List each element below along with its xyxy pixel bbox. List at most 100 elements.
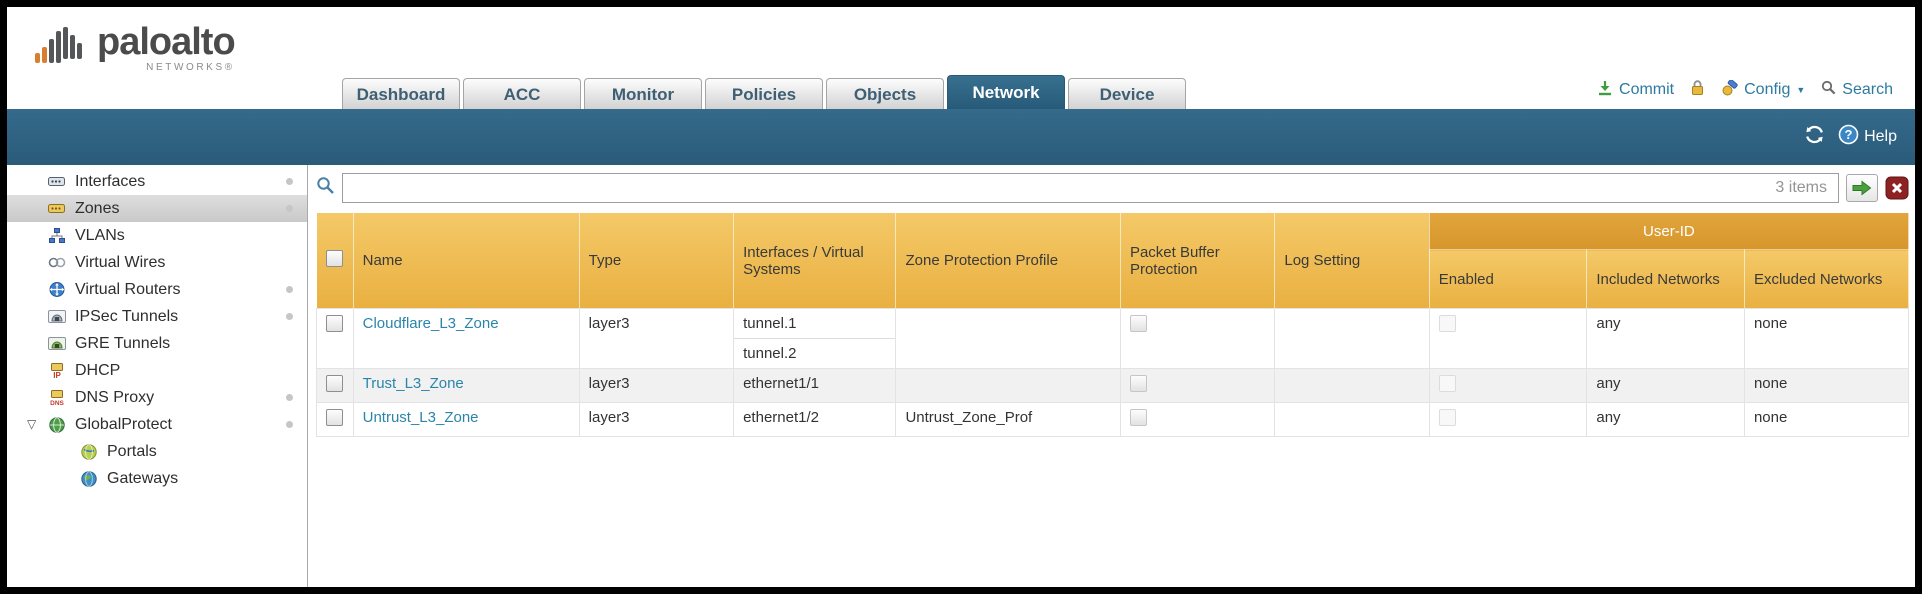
row-checkbox[interactable]	[326, 375, 344, 392]
zone-type: layer3	[578, 402, 735, 437]
status-dot	[286, 313, 293, 320]
tab-monitor[interactable]: Monitor	[584, 78, 702, 109]
status-dot	[286, 394, 293, 401]
row-checkbox[interactable]	[326, 409, 344, 426]
chevron-down-icon: ▼	[1796, 85, 1806, 95]
network-sidebar: Interfaces Zones VLANs Vir	[7, 165, 308, 587]
zone-name-link[interactable]: Trust_L3_Zone	[362, 375, 464, 392]
band-actions: ? Help	[1803, 123, 1897, 151]
config-icon	[1721, 78, 1738, 101]
table-row: Cloudflare_L3_Zone layer3 tunnel.1 tunne…	[316, 308, 1910, 369]
clear-filter-button[interactable]	[1885, 176, 1909, 200]
column-header-log-setting[interactable]: Log Setting	[1274, 213, 1430, 309]
lock-icon[interactable]	[1690, 79, 1705, 101]
sub-header-band: ? Help	[7, 109, 1915, 165]
user-id-enabled-checkbox[interactable]	[1438, 315, 1456, 332]
sidebar-item-zones[interactable]: Zones	[7, 195, 307, 222]
top-header: paloalto NETWORKS® Dashboard ACC Monitor…	[7, 7, 1915, 109]
main-nav-tabs: Dashboard ACC Monitor Policies Objects N…	[342, 75, 1189, 109]
expander-triangle-icon[interactable]: ▽	[27, 417, 37, 431]
zone-name-link[interactable]: Cloudflare_L3_Zone	[362, 315, 499, 332]
sidebar-item-portals[interactable]: Portals	[7, 438, 307, 465]
commit-button[interactable]: Commit	[1597, 80, 1674, 101]
paloalto-logo: paloalto NETWORKS®	[33, 21, 236, 73]
tab-network[interactable]: Network	[947, 75, 1065, 109]
virtual-wires-icon	[47, 255, 67, 270]
log-setting	[1274, 368, 1430, 403]
column-header-enabled[interactable]: Enabled	[1429, 249, 1588, 309]
svg-text:?: ?	[1845, 127, 1853, 142]
globalprotect-icon	[47, 416, 67, 433]
help-button[interactable]: ? Help	[1838, 124, 1897, 150]
zone-protection-profile: Untrust_Zone_Prof	[895, 402, 1121, 437]
log-setting	[1274, 402, 1430, 437]
vlans-icon	[47, 228, 67, 243]
table-row: Untrust_L3_Zone layer3 ethernet1/2 Untru…	[316, 402, 1910, 437]
virtual-routers-icon	[47, 282, 67, 297]
table-row: Trust_L3_Zone layer3 ethernet1/1 any non…	[316, 368, 1910, 403]
interface-entry: ethernet1/2	[733, 402, 897, 437]
tab-acc[interactable]: ACC	[463, 78, 581, 109]
packet-buffer-protection-checkbox[interactable]	[1129, 375, 1147, 392]
header-actions: Commit Config ▼ Search	[1597, 78, 1893, 101]
sidebar-item-virtual-wires[interactable]: Virtual Wires	[7, 249, 307, 276]
sidebar-item-dns-proxy[interactable]: DNS DNS Proxy	[7, 384, 307, 411]
brand-wordmark: paloalto	[97, 21, 236, 63]
column-header-name[interactable]: Name	[353, 213, 580, 309]
main-content: 3 items	[308, 165, 1915, 587]
tab-policies[interactable]: Policies	[705, 78, 823, 109]
select-all-header	[316, 213, 354, 309]
column-header-excluded-networks[interactable]: Excluded Networks	[1744, 249, 1910, 309]
zone-type: layer3	[578, 308, 735, 369]
column-header-interfaces[interactable]: Interfaces / Virtual Systems	[733, 213, 897, 309]
sidebar-item-virtual-routers[interactable]: Virtual Routers	[7, 276, 307, 303]
apply-filter-button[interactable]	[1846, 174, 1878, 202]
sidebar-item-globalprotect[interactable]: ▽ GlobalProtect	[7, 411, 307, 438]
sidebar-item-interfaces[interactable]: Interfaces	[7, 168, 307, 195]
refresh-icon[interactable]	[1803, 123, 1826, 151]
packet-buffer-protection-checkbox[interactable]	[1129, 409, 1147, 426]
column-header-type[interactable]: Type	[579, 213, 735, 309]
config-menu[interactable]: Config ▼	[1721, 78, 1806, 101]
packet-buffer-protection-checkbox[interactable]	[1129, 315, 1147, 332]
dhcp-icon: IP	[47, 362, 67, 379]
commit-icon	[1597, 80, 1613, 101]
items-count: 3 items	[1775, 179, 1827, 196]
interface-entry: ethernet1/1	[733, 368, 897, 403]
included-networks: any	[1586, 308, 1745, 369]
sidebar-item-gre-tunnels[interactable]: GRE Tunnels	[7, 330, 307, 357]
zone-protection-profile	[895, 308, 1121, 369]
included-networks: any	[1586, 368, 1745, 403]
status-dot	[286, 205, 293, 212]
svg-text:IP: IP	[53, 371, 61, 379]
search-icon	[1821, 80, 1836, 100]
header-search-button[interactable]: Search	[1821, 80, 1893, 100]
interface-entry: tunnel.2	[743, 345, 797, 362]
column-header-included-networks[interactable]: Included Networks	[1586, 249, 1745, 309]
row-checkbox[interactable]	[326, 315, 344, 332]
column-header-packet-buffer-protection[interactable]: Packet Buffer Protection	[1120, 213, 1276, 309]
dns-proxy-icon: DNS	[47, 389, 67, 406]
select-all-checkbox[interactable]	[326, 250, 344, 267]
filter-input[interactable]	[342, 173, 1839, 203]
tab-device[interactable]: Device	[1068, 78, 1186, 109]
tab-dashboard[interactable]: Dashboard	[342, 78, 460, 109]
zones-table: Name Type Interfaces / Virtual Systems Z…	[316, 213, 1910, 437]
sidebar-item-dhcp[interactable]: IP DHCP	[7, 357, 307, 384]
user-id-enabled-checkbox[interactable]	[1438, 409, 1456, 426]
tab-objects[interactable]: Objects	[826, 78, 944, 109]
user-id-enabled-checkbox[interactable]	[1438, 375, 1456, 392]
logo-wave-icon	[35, 27, 82, 63]
gateways-icon	[79, 470, 99, 487]
svg-text:DNS: DNS	[50, 400, 64, 406]
sidebar-item-gateways[interactable]: Gateways	[7, 465, 307, 492]
excluded-networks: none	[1743, 402, 1910, 437]
excluded-networks: none	[1743, 308, 1910, 369]
zone-name-link[interactable]: Untrust_L3_Zone	[362, 409, 479, 426]
sidebar-item-ipsec-tunnels[interactable]: IPSec Tunnels	[7, 303, 307, 330]
column-header-zone-protection-profile[interactable]: Zone Protection Profile	[895, 213, 1121, 309]
gre-tunnels-icon	[47, 336, 67, 351]
sidebar-item-vlans[interactable]: VLANs	[7, 222, 307, 249]
status-dot	[286, 286, 293, 293]
